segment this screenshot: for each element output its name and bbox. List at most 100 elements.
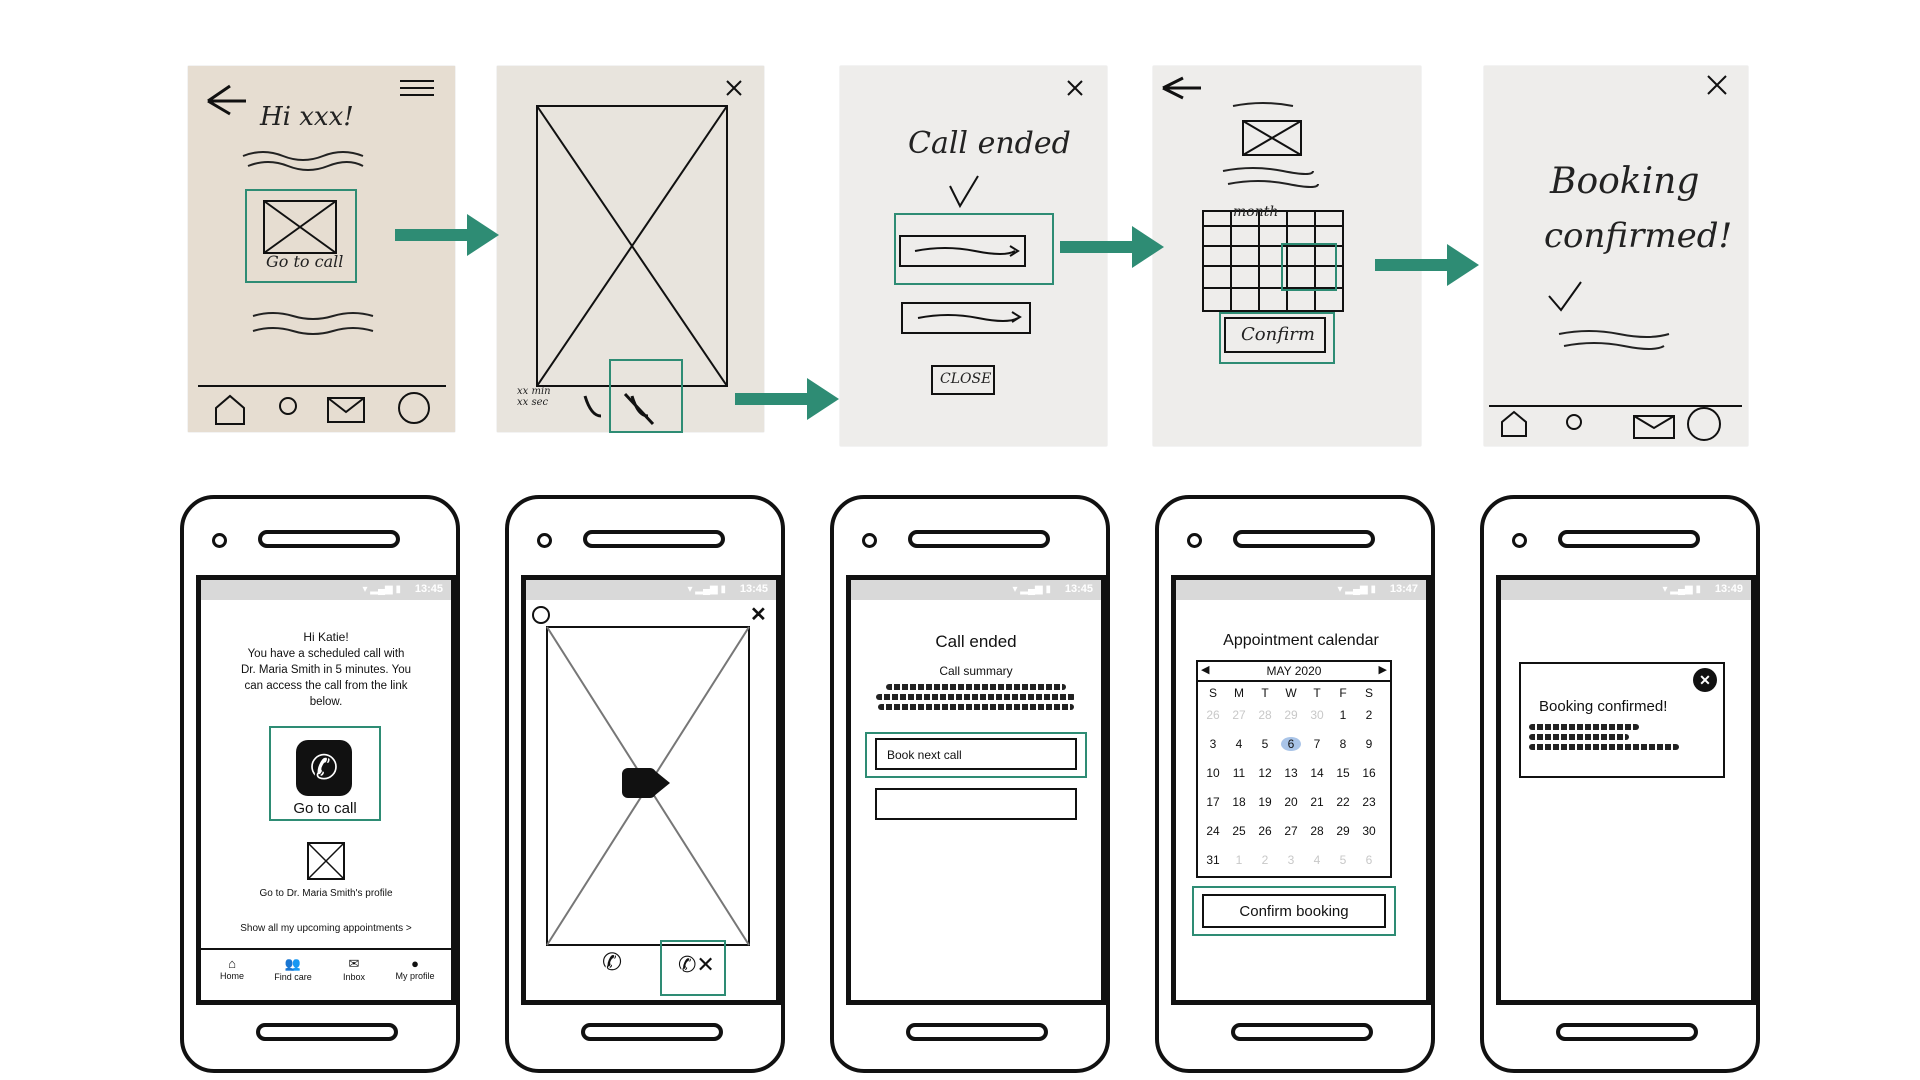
calendar-day[interactable]: 22	[1336, 795, 1350, 809]
calendar-day[interactable]: 31	[1206, 853, 1220, 867]
flow-arrow-3	[1060, 226, 1164, 268]
calendar-day[interactable]: 20	[1284, 795, 1298, 809]
confirm-booking-button[interactable]: Confirm booking	[1202, 894, 1386, 928]
weekday-label: T	[1313, 686, 1321, 700]
sketch-home: Hi xxx! Go to call	[188, 66, 455, 432]
calendar-day[interactable]: 16	[1362, 766, 1376, 780]
home-icon: ⌂	[228, 956, 236, 971]
sketch-confirm-highlight	[1219, 312, 1335, 364]
calendar-week: 17 18 19 20 21 22 23	[1200, 793, 1390, 822]
calendar-day: 2	[1261, 853, 1269, 867]
status-time: 13:45	[739, 583, 768, 595]
calendar-day: 27	[1232, 708, 1246, 722]
calendar-day[interactable]: 13	[1284, 766, 1298, 780]
calendar-day[interactable]: 9	[1365, 737, 1373, 751]
bottom-nav: ⌂ Home 👥 Find care ✉ Inbox ● My profile	[201, 948, 451, 1000]
screen-booking-confirmed: ▾ ▂▄▆ ▮ 13:49 ✕ Booking confirmed!	[1496, 575, 1756, 1005]
flow-arrow-2	[735, 378, 839, 420]
calendar-day[interactable]: 3	[1209, 737, 1217, 751]
sketch-calendar-drawing	[1162, 76, 1344, 353]
calendar-day[interactable]: 28	[1310, 824, 1324, 838]
confirmation-text-placeholder	[1529, 720, 1719, 754]
video-camera-lens	[654, 770, 670, 796]
calendar-day[interactable]: 30	[1362, 824, 1376, 838]
calendar-day[interactable]: 27	[1284, 824, 1298, 838]
calendar-day[interactable]: 18	[1232, 795, 1246, 809]
phone-booking-confirmed: ▾ ▂▄▆ ▮ 13:49 ✕ Booking confirmed!	[1480, 495, 1760, 1073]
close-icon[interactable]: ✕	[750, 604, 767, 626]
calendar-month: MAY 2020	[1266, 664, 1322, 678]
calendar-day-selected[interactable]: 6	[1281, 737, 1301, 751]
calendar-day[interactable]: 21	[1310, 795, 1324, 809]
book-next-call-button[interactable]: Book next call	[875, 738, 1077, 770]
nav-my-profile-label: My profile	[395, 971, 435, 981]
calendar-day[interactable]: 24	[1206, 824, 1220, 838]
calendar-day[interactable]: 5	[1261, 737, 1269, 751]
speaker-grille	[583, 530, 725, 548]
doctor-profile-link[interactable]: Go to Dr. Maria Smith's profile	[259, 888, 393, 899]
calendar-day: 4	[1313, 853, 1321, 867]
calendar-day[interactable]: 4	[1235, 737, 1243, 751]
flow-arrow-4	[1375, 244, 1479, 286]
home-hardware-button	[906, 1023, 1048, 1041]
sketch-booking-line1: Booking	[1550, 161, 1700, 202]
sketch-day-highlight	[1281, 243, 1337, 291]
phone-calendar: ▾ ▂▄▆ ▮ 13:47 Appointment calendar ◀ MAY…	[1155, 495, 1435, 1073]
sketch-timer: xx min xx sec	[517, 386, 551, 408]
calendar-day[interactable]: 2	[1365, 708, 1373, 722]
calendar-day[interactable]: 1	[1339, 708, 1347, 722]
sketch-video-call: xx min xx sec	[497, 66, 764, 433]
image-placeholder-icon	[307, 842, 345, 880]
sketch-hangup-highlight	[609, 359, 683, 433]
calendar-day[interactable]: 19	[1258, 795, 1272, 809]
calendar-day[interactable]: 29	[1336, 824, 1350, 838]
sketch-call-label: Go to call	[266, 252, 344, 271]
prev-month-icon[interactable]: ◀	[1201, 664, 1210, 676]
calendar-day[interactable]: 10	[1206, 766, 1220, 780]
calendar-day[interactable]: 14	[1310, 766, 1324, 780]
clock-icon	[532, 606, 550, 624]
camera-icon	[862, 533, 877, 548]
nav-find-care-label: Find care	[274, 972, 312, 982]
calendar-title: Appointment calendar	[1223, 632, 1379, 649]
secondary-button[interactable]	[875, 788, 1077, 820]
confirmation-dialog: ✕ Booking confirmed!	[1519, 662, 1725, 778]
go-to-call-button[interactable]: ✆ Go to call	[269, 726, 381, 821]
calendar-day[interactable]: 17	[1206, 795, 1220, 809]
close-circle-icon[interactable]: ✕	[1693, 668, 1717, 692]
screen-home: ▾ ▂▄▆ ▮ 13:45 Hi Katie! You have a sched…	[196, 575, 456, 1005]
calendar-day[interactable]: 12	[1258, 766, 1272, 780]
signal-icon: ▾ ▂▄▆ ▮	[687, 584, 726, 595]
sketch-calendar: month Confirm	[1153, 66, 1421, 446]
nav-inbox[interactable]: ✉ Inbox	[329, 956, 379, 982]
camera-icon	[212, 533, 227, 548]
calendar-day[interactable]: 8	[1339, 737, 1347, 751]
next-month-icon[interactable]: ▶	[1378, 664, 1387, 676]
speaker-grille	[1233, 530, 1375, 548]
calendar-day[interactable]: 23	[1362, 795, 1376, 809]
sketch-confirm-label: Confirm	[1241, 324, 1315, 345]
calendar-day[interactable]: 26	[1258, 824, 1272, 838]
sketch-booking-confirmed: Booking confirmed!	[1484, 66, 1748, 446]
calendar-day[interactable]: 11	[1232, 766, 1246, 780]
appointments-link[interactable]: Show all my upcoming appointments >	[240, 923, 412, 934]
signal-icon: ▾ ▂▄▆ ▮	[1662, 584, 1701, 595]
book-next-call-label: Book next call	[887, 748, 962, 762]
status-time: 13:47	[1389, 583, 1418, 595]
people-icon: 👥	[284, 956, 302, 971]
phone-icon[interactable]: ✆	[602, 949, 623, 976]
phone-call-icon: ✆	[296, 740, 352, 796]
nav-my-profile[interactable]: ● My profile	[385, 956, 445, 981]
calendar-day[interactable]: 25	[1232, 824, 1246, 838]
calendar-week: 10 11 12 13 14 15 16	[1200, 764, 1390, 793]
calendar-day[interactable]: 7	[1313, 737, 1321, 751]
nav-find-care[interactable]: 👥 Find care	[263, 956, 323, 982]
nav-home[interactable]: ⌂ Home	[207, 956, 257, 981]
end-call-button[interactable]: ✆✕	[660, 940, 726, 996]
signal-icon: ▾ ▂▄▆ ▮	[1337, 584, 1376, 595]
calendar-day[interactable]: 15	[1336, 766, 1350, 780]
calendar-day: 26	[1206, 708, 1220, 722]
end-call-icon: ✆✕	[678, 952, 715, 977]
weekday-label: F	[1339, 686, 1347, 700]
